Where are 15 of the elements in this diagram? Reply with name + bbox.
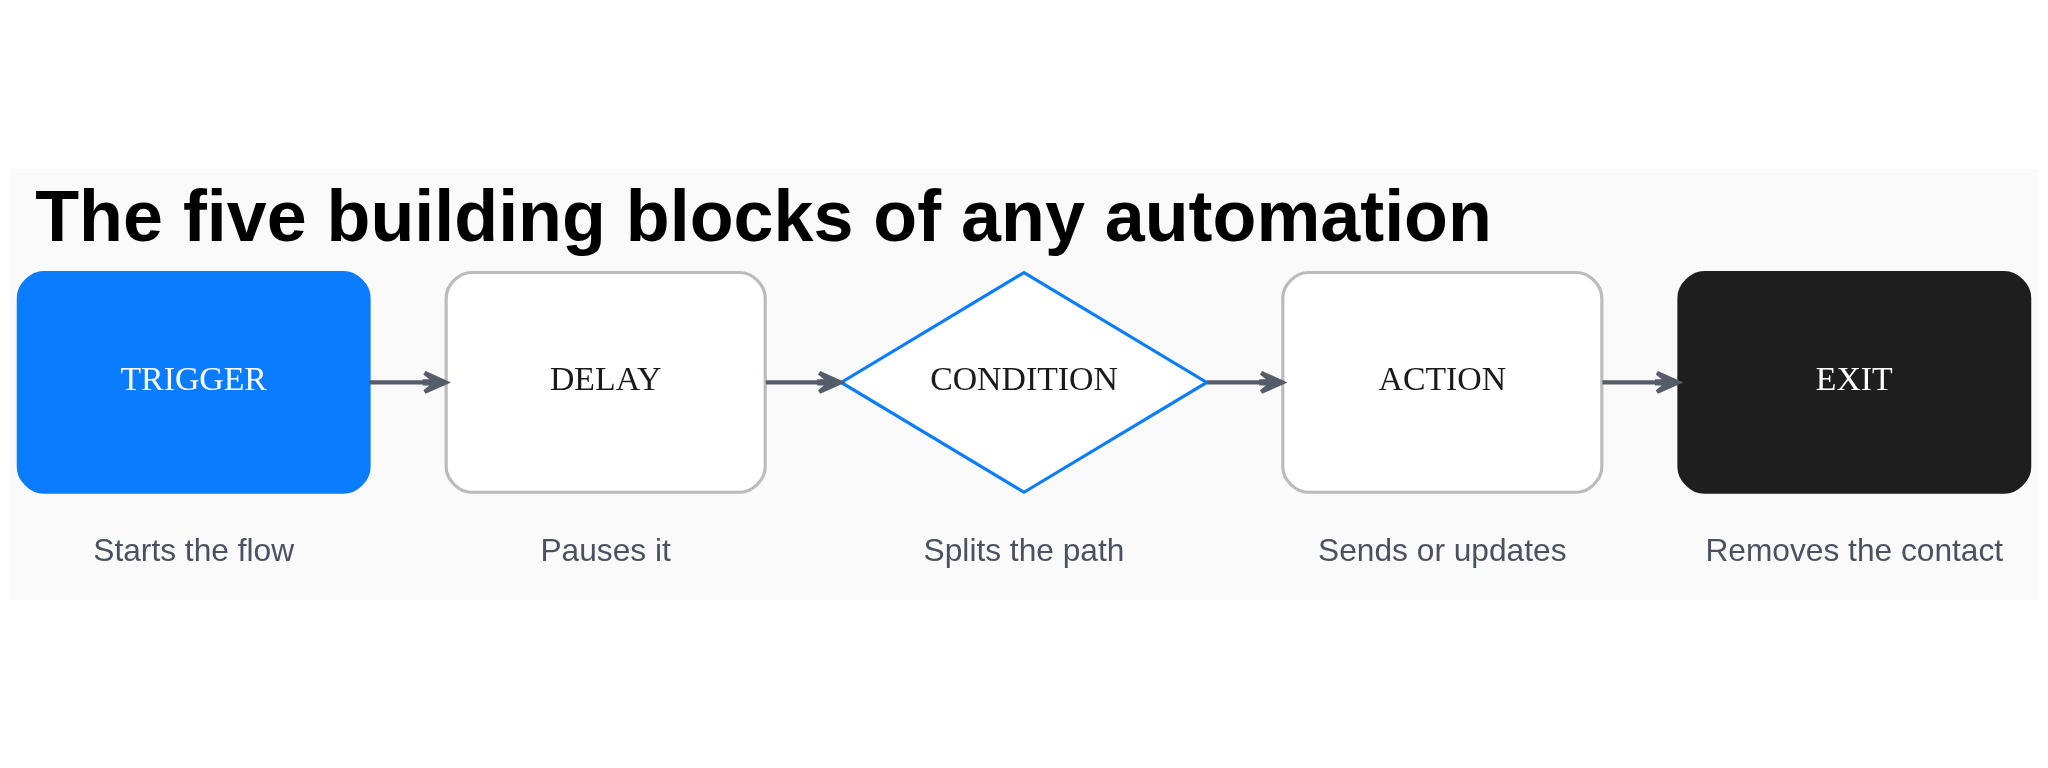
node-box: TRIGGER xyxy=(16,270,371,494)
node-box: DELAY xyxy=(444,270,767,494)
arrow xyxy=(1602,370,1681,394)
diagram-title: The five building blocks of any automation xyxy=(35,175,1492,256)
node-label: Starts the flow xyxy=(93,531,295,568)
arrow xyxy=(765,370,843,394)
node-box: ACTION xyxy=(1281,270,1604,494)
arrow xyxy=(369,370,448,394)
node-label: Sends or updates xyxy=(1318,531,1567,568)
node-label: Pauses it xyxy=(540,531,671,568)
arrow xyxy=(1207,370,1285,394)
node-label: Removes the contact xyxy=(1705,531,2004,568)
node-diamond: CONDITION xyxy=(838,270,1210,494)
node-label: Splits the path xyxy=(923,531,1125,568)
node-box: EXIT xyxy=(1677,270,2032,494)
